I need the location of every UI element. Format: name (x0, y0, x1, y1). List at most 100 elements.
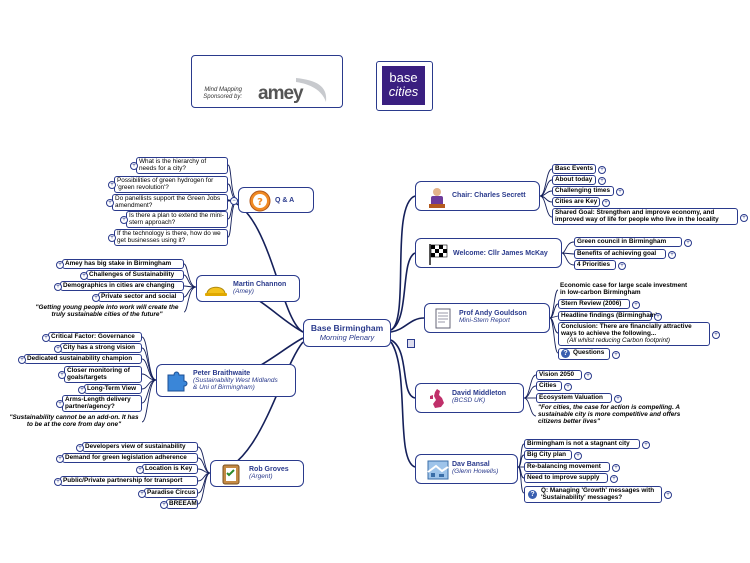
welcome-item-1[interactable]: Green council in Birmingham (574, 237, 682, 247)
martin-item-1[interactable]: Amey has big stake in Birmingham (62, 259, 184, 269)
branch-peter-sub-2: & Uni of Birmingham) (193, 384, 255, 391)
central-topic[interactable]: Base Birmingham Morning Plenary (303, 319, 391, 347)
martin-item-2[interactable]: Challenges of Sustainability (86, 270, 184, 280)
branch-dav-title: Dav Bansal (452, 461, 490, 468)
peter-item-4[interactable]: Closer monitoring of goals/targets (64, 366, 142, 383)
expand-icon[interactable]: + (54, 345, 62, 353)
branch-andy-title: Prof Andy Gouldson (459, 310, 527, 317)
expand-icon[interactable]: + (54, 478, 62, 486)
expand-icon[interactable]: + (614, 395, 622, 403)
expand-icon[interactable]: + (56, 261, 64, 269)
andy-item-4[interactable]: Conclusion: There are financially attrac… (558, 322, 710, 346)
expand-icon[interactable]: + (598, 177, 606, 185)
expand-icon[interactable]: + (18, 356, 26, 364)
expand-icon[interactable]: + (108, 234, 116, 242)
welcome-item-2[interactable]: Benefits of achieving goal (574, 249, 666, 259)
rob-item-6[interactable]: BREEAM (166, 499, 198, 509)
expand-icon[interactable]: + (58, 371, 66, 379)
david-item-2[interactable]: Cities (536, 381, 562, 391)
expand-icon[interactable]: + (78, 386, 86, 394)
branch-qa[interactable]: ? Q & A (238, 187, 314, 213)
collapse-icon[interactable]: − (230, 197, 238, 205)
chair-item-3[interactable]: Challenging times (552, 186, 614, 196)
branch-chair[interactable]: Chair: Charles Secrett (415, 181, 540, 211)
expand-icon[interactable]: + (612, 464, 620, 472)
peter-item-2[interactable]: City has a strong vision (60, 343, 142, 353)
expand-icon[interactable]: + (564, 383, 572, 391)
expand-icon[interactable]: + (136, 466, 144, 474)
andy-item-questions[interactable]: Questions (558, 348, 610, 360)
chair-item-4[interactable]: Cities are Key (552, 197, 600, 207)
expand-icon[interactable]: + (106, 199, 114, 207)
qa-item-2[interactable]: Possibilities of green hydrogen for 'gre… (114, 176, 228, 193)
peter-item-6[interactable]: Arms-Length delivery partner/agency? (62, 395, 142, 412)
martin-item-3[interactable]: Demographics in cities are changing (60, 281, 184, 291)
branch-martin-channon[interactable]: Martin Channon (Amey) (196, 275, 300, 302)
chair-item-5[interactable]: Shared Goal: Strengthen and improve econ… (552, 208, 738, 225)
expand-icon[interactable]: + (598, 166, 606, 174)
expand-icon[interactable]: + (160, 501, 168, 509)
expand-icon[interactable]: + (610, 475, 618, 483)
expand-icon[interactable]: + (42, 334, 50, 342)
expand-icon[interactable]: + (664, 491, 672, 499)
chair-item-2[interactable]: About today (552, 175, 596, 185)
branch-peter-braithwaite[interactable]: Peter Braithwaite (Sustainability West M… (156, 364, 296, 397)
rob-item-5[interactable]: Paradise Circus (144, 488, 198, 498)
base-text: base (389, 70, 418, 85)
expand-icon[interactable]: + (574, 452, 582, 460)
notes-icon[interactable] (407, 339, 415, 348)
expand-icon[interactable]: + (130, 162, 138, 170)
peter-item-5[interactable]: Long-Term View (84, 384, 142, 394)
qa-item-5[interactable]: If the technology is there, how do we ge… (114, 229, 228, 246)
expand-icon[interactable]: + (54, 283, 62, 291)
expand-icon[interactable]: + (92, 294, 100, 302)
dav-item-5[interactable]: Q: Managing 'Growth' messages with 'Sust… (524, 486, 662, 503)
chair-item-1[interactable]: Basc Events (552, 164, 596, 174)
rob-item-2[interactable]: Demand for green legislation adherence (62, 453, 198, 463)
rob-item-3[interactable]: Location is Key (142, 464, 198, 474)
expand-icon[interactable]: + (120, 216, 128, 224)
expand-icon[interactable]: + (584, 372, 592, 380)
branch-dav-bansal[interactable]: Dav Bansal (Glenn Howells) (415, 454, 518, 484)
expand-icon[interactable]: + (612, 351, 620, 359)
branch-welcome[interactable]: Welcome: Cllr James McKay (415, 238, 562, 268)
qa-item-3[interactable]: Do panellists support the Green Jobs ame… (112, 194, 228, 211)
andy-item-2[interactable]: Stern Review (2006) (558, 299, 630, 309)
dav-item-1[interactable]: Birmingham is not a stagnant city (524, 439, 640, 449)
expand-icon[interactable]: + (684, 239, 692, 247)
andy-item-3[interactable]: Headline findings (Birmingham) (558, 311, 658, 321)
expand-icon[interactable]: + (80, 272, 88, 280)
expand-icon[interactable]: + (712, 331, 720, 339)
expand-icon[interactable]: + (668, 251, 676, 259)
qa-item-4[interactable]: Is there a plan to extend the mini-stern… (126, 211, 228, 228)
expand-icon[interactable]: + (632, 301, 640, 309)
expand-icon[interactable]: + (642, 441, 650, 449)
cities-text: cities (388, 84, 419, 99)
rob-item-1[interactable]: Developers view of sustainability (82, 442, 198, 452)
expand-icon[interactable]: + (138, 490, 146, 498)
martin-item-4[interactable]: Private sector and social (98, 292, 184, 302)
branch-david-middleton[interactable]: David Middleton (BCSD UK) (415, 383, 524, 413)
expand-icon[interactable]: + (654, 313, 662, 321)
qa-item-1[interactable]: What is the hierarchy of needs for a cit… (136, 157, 228, 174)
welcome-item-3[interactable]: 4 Priorities (574, 260, 616, 270)
david-item-1[interactable]: Vision 2050 (536, 370, 582, 380)
expand-icon[interactable]: + (616, 188, 624, 196)
dav-item-4[interactable]: Need to improve supply (524, 473, 608, 483)
base-cities-logo: base cities (376, 61, 433, 111)
branch-rob-groves[interactable]: Rob Groves (Argent) (210, 460, 304, 487)
expand-icon[interactable]: + (108, 181, 116, 189)
david-item-3[interactable]: Ecosystem Valuation (536, 393, 612, 403)
expand-icon[interactable]: + (740, 214, 748, 222)
expand-icon[interactable]: + (618, 262, 626, 270)
branch-andy-gouldson[interactable]: Prof Andy Gouldson Mini-Stern Report (424, 303, 550, 333)
rob-item-4[interactable]: Public/Private partnership for transport (60, 476, 198, 486)
dav-item-3[interactable]: Re-balancing movement (524, 462, 610, 472)
expand-icon[interactable]: + (56, 400, 64, 408)
peter-item-1[interactable]: Critical Factor: Governance (48, 332, 142, 342)
peter-item-3[interactable]: Dedicated sustainability champion (24, 354, 142, 364)
dav-item-2[interactable]: Big City plan (524, 450, 572, 460)
expand-icon[interactable]: + (56, 455, 64, 463)
expand-icon[interactable]: + (602, 199, 610, 207)
expand-icon[interactable]: + (76, 444, 84, 452)
